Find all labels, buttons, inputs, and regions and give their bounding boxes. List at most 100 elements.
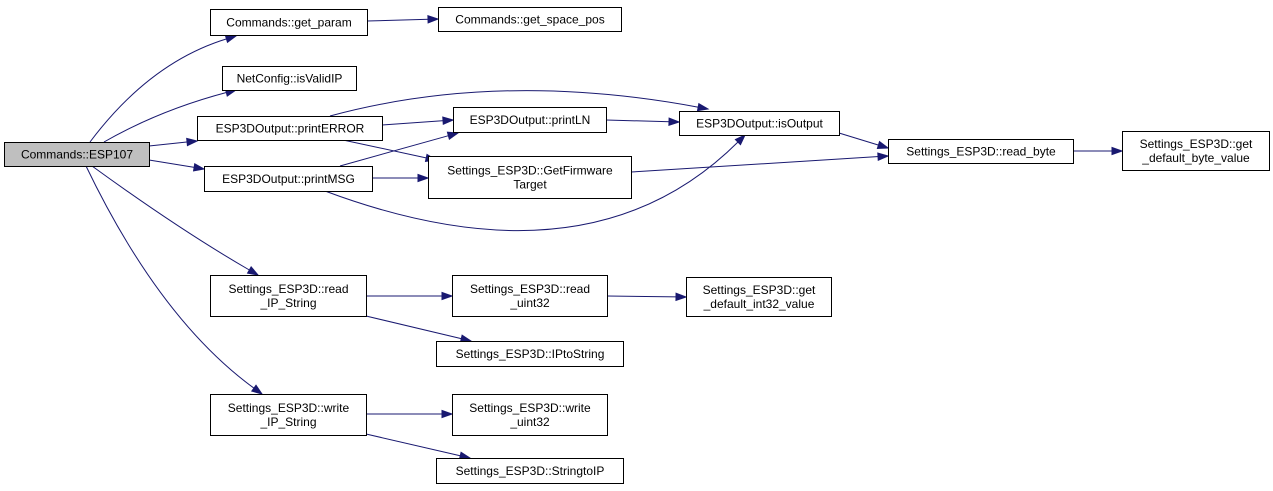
edge-esp107-to-printMSG: [148, 159, 206, 172]
edge-printLN-to-isOutput: [605, 117, 681, 127]
node-label: _default_byte_value: [1141, 151, 1250, 165]
arrow-head: [1111, 146, 1124, 156]
node-box[interactable]: [4, 142, 150, 167]
node-read_IP_String[interactable]: Settings_ESP3D::read_IP_String: [210, 275, 367, 317]
node-box[interactable]: [679, 111, 840, 136]
edge-write_IP_String-to-write_uint32: [366, 409, 454, 419]
node-label: ESP3DOutput::isOutput: [696, 117, 823, 131]
node-box[interactable]: [686, 277, 832, 317]
node-label: Commands::ESP107: [21, 148, 133, 162]
node-label: Commands::get_param: [226, 16, 351, 30]
edge-printERROR-to-printLN: [381, 116, 455, 126]
edge-printMSG-to-GetFirmwareTarget: [372, 173, 430, 183]
edge-GetFirmwareTarget-to-read_byte: [630, 152, 890, 173]
node-label: Settings_ESP3D::StringtoIP: [456, 464, 605, 478]
node-label: Settings_ESP3D::write: [228, 401, 350, 415]
node-label: ESP3DOutput::printMSG: [222, 172, 355, 186]
edge-line: [342, 139, 428, 159]
node-printERROR[interactable]: ESP3DOutput::printERROR: [197, 116, 383, 141]
node-read_byte[interactable]: Settings_ESP3D::read_byte: [888, 139, 1074, 164]
node-isOutput[interactable]: ESP3DOutput::isOutput: [679, 111, 840, 136]
node-label: Commands::get_space_pos: [455, 13, 604, 27]
node-box[interactable]: [436, 458, 624, 484]
edge-printERROR-to-isOutput: [329, 90, 710, 117]
arrow-head: [442, 116, 455, 126]
edge-printMSG-to-isOutput: [324, 133, 747, 232]
node-esp107[interactable]: Commands::ESP107: [4, 142, 150, 167]
arrow-head: [186, 137, 199, 147]
edge-esp107-to-read_IP_String: [91, 165, 260, 276]
node-label: _IP_String: [259, 415, 316, 429]
edge-line: [606, 295, 678, 298]
edges-layer: [85, 14, 1124, 460]
node-box[interactable]: [453, 107, 607, 133]
edge-esp107-to-printERROR: [148, 137, 199, 147]
nodes-layer: Commands::ESP107 Commands::get_param Comma…: [4, 7, 1270, 484]
edge-read_byte-to-get_default_byte_value: [1073, 146, 1124, 156]
node-box[interactable]: [436, 341, 624, 367]
node-get_default_byte_value[interactable]: Settings_ESP3D::get_default_byte_value: [1122, 131, 1270, 171]
edge-line: [148, 141, 189, 147]
edge-read_IP_String-to-read_uint32: [366, 291, 454, 301]
edge-line: [365, 315, 463, 340]
arrow-head: [441, 409, 454, 419]
node-box[interactable]: [452, 275, 608, 317]
arrow-head: [192, 163, 206, 172]
node-box[interactable]: [1122, 131, 1270, 171]
node-isValidIP[interactable]: NetConfig::isValidIP: [222, 66, 357, 91]
arrow-head: [246, 266, 260, 276]
node-label: Settings_ESP3D::get: [703, 283, 816, 297]
node-label: NetConfig::isValidIP: [237, 72, 343, 86]
edge-line: [329, 90, 700, 117]
arrow-head: [696, 102, 710, 112]
arrow-head: [224, 34, 238, 44]
node-get_space_pos[interactable]: Commands::get_space_pos: [438, 7, 622, 32]
node-box[interactable]: [210, 275, 367, 317]
arrow-head: [668, 117, 681, 127]
node-IPtoString[interactable]: Settings_ESP3D::IPtoString: [436, 341, 624, 367]
node-box[interactable]: [222, 66, 357, 91]
node-label: _uint32: [509, 296, 550, 310]
node-box[interactable]: [197, 116, 383, 141]
node-read_uint32[interactable]: Settings_ESP3D::read_uint32: [452, 275, 608, 317]
edge-line: [381, 120, 445, 126]
edge-line: [366, 18, 430, 22]
node-label: Settings_ESP3D::read_byte: [906, 145, 1056, 159]
edge-read_IP_String-to-IPtoString: [365, 315, 473, 343]
node-label: Target: [513, 178, 547, 192]
arrow-head: [250, 384, 264, 395]
node-box[interactable]: [438, 7, 622, 32]
node-get_param[interactable]: Commands::get_param: [210, 9, 368, 36]
node-write_uint32[interactable]: Settings_ESP3D::write_uint32: [452, 394, 608, 436]
edge-get_param-to-get_space_pos: [366, 14, 440, 24]
arrow-head: [876, 140, 890, 150]
node-box[interactable]: [210, 394, 367, 436]
edge-printMSG-to-printLN: [339, 131, 460, 167]
arrow-head: [427, 14, 440, 24]
node-box[interactable]: [210, 9, 368, 36]
node-label: Settings_ESP3D::read: [228, 282, 348, 296]
node-label: ESP3DOutput::printERROR: [216, 122, 365, 136]
node-label: Settings_ESP3D::write: [469, 401, 591, 415]
edge-line: [605, 119, 671, 123]
arrow-head: [417, 173, 430, 183]
node-box[interactable]: [428, 156, 632, 199]
edge-line: [365, 433, 462, 457]
node-printLN[interactable]: ESP3DOutput::printLN: [453, 107, 607, 133]
arrow-head: [446, 131, 460, 140]
edge-line: [89, 38, 228, 143]
node-box[interactable]: [204, 166, 373, 192]
node-StringtoIP[interactable]: Settings_ESP3D::StringtoIP: [436, 458, 624, 484]
node-get_default_int32_value[interactable]: Settings_ESP3D::get_default_int32_value: [686, 277, 832, 317]
edge-isOutput-to-read_byte: [838, 132, 890, 150]
node-printMSG[interactable]: ESP3DOutput::printMSG: [204, 166, 373, 192]
arrow-head: [877, 152, 890, 161]
arrow-head: [675, 292, 688, 302]
node-box[interactable]: [888, 139, 1074, 164]
edge-line: [85, 165, 256, 390]
node-write_IP_String[interactable]: Settings_ESP3D::write_IP_String: [210, 394, 367, 436]
edge-write_IP_String-to-StringtoIP: [365, 433, 472, 460]
node-box[interactable]: [452, 394, 608, 436]
